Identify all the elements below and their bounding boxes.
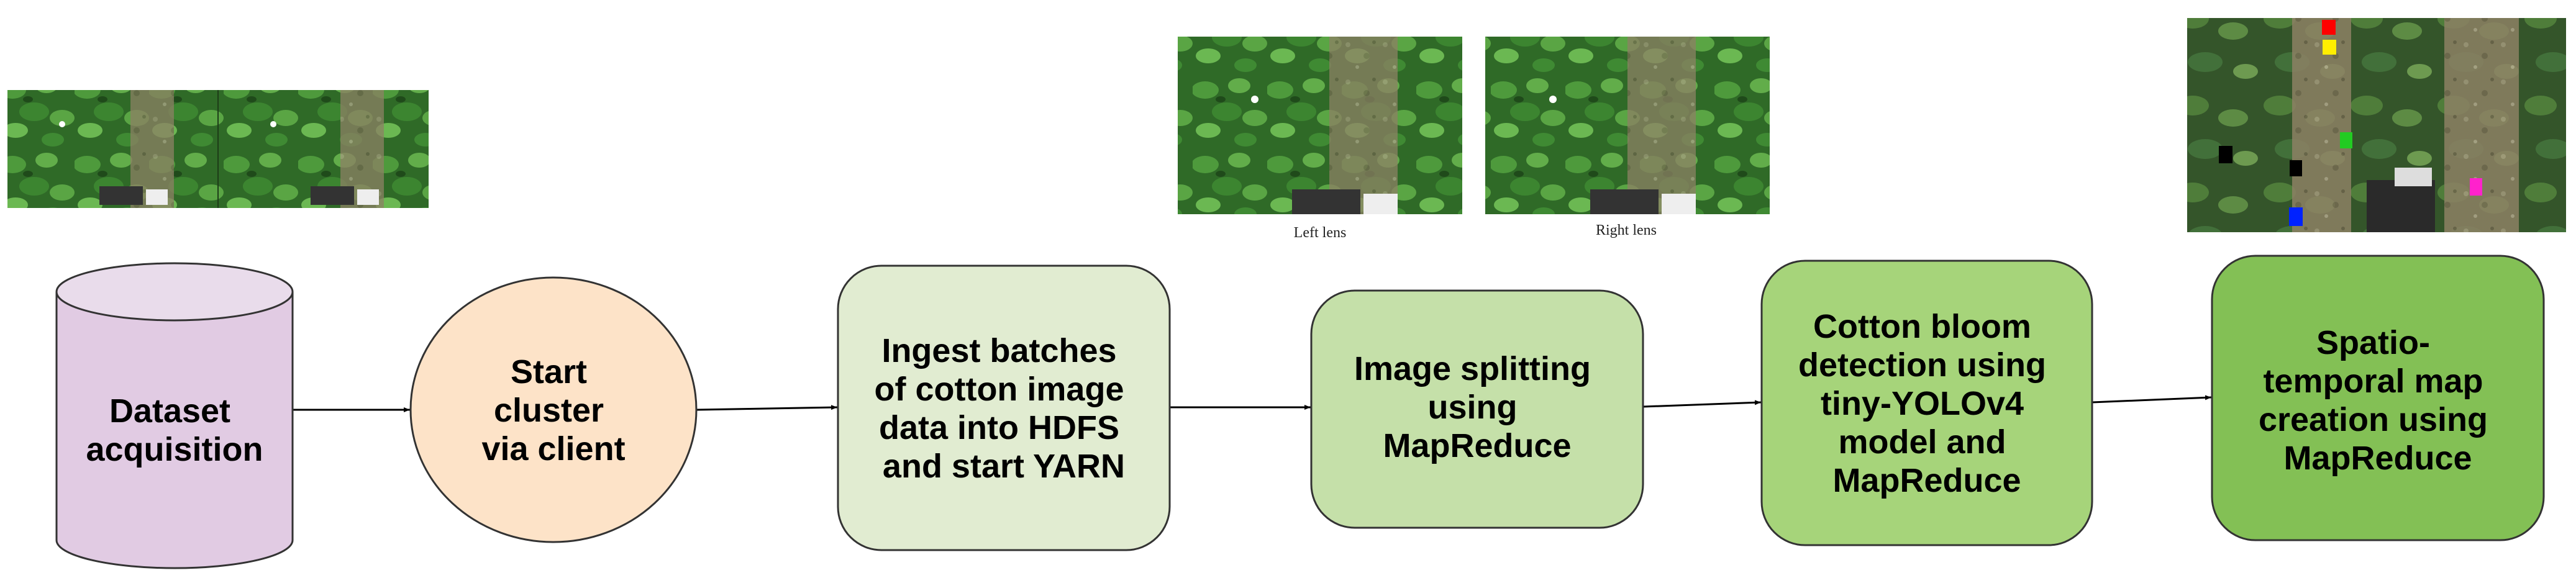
black-marker [2219, 146, 2232, 163]
green-marker [2340, 132, 2352, 148]
node-cotton-bloom-detection: Cotton bloom detection using tiny-YOLOv4… [1760, 260, 2093, 546]
blue-marker [2289, 207, 2303, 226]
edge-bloom-detection-to-spatio-temporal [2091, 395, 2212, 404]
node-label: Ingest batches of cotton image data into… [874, 332, 1133, 485]
node-label: Start cluster via client [481, 353, 625, 468]
stereo-image [7, 90, 429, 208]
node-spatio-temporal-map: Spatio- temporal map creation using MapR… [2211, 255, 2545, 541]
black-marker [2290, 160, 2302, 176]
red-marker [2322, 20, 2336, 35]
edge-image-splitting-to-bloom-detection [1642, 400, 1762, 408]
node-image-splitting: Image splitting using MapReduce [1310, 289, 1644, 529]
left-lens-caption: Left lens [1294, 225, 1347, 241]
detection-map-image [2187, 18, 2566, 232]
node-label: Dataset acquisition [86, 392, 263, 468]
node-label: Cotton bloom detection using tiny-YOLOv4… [1798, 308, 2055, 499]
edge-start-cluster-to-ingest [696, 405, 838, 411]
edges [293, 395, 2212, 412]
magenta-marker [2470, 178, 2482, 196]
node-label: Spatio- temporal map creation using MapR… [2259, 324, 2497, 477]
right-lens-image [1485, 37, 1770, 214]
node-dataset-acquisition: Dataset acquisition [55, 262, 294, 569]
right-lens-caption: Right lens [1596, 222, 1657, 238]
node-start-cluster: Start cluster via client [409, 276, 698, 543]
left-lens-image [1178, 37, 1462, 214]
yellow-marker [2323, 40, 2336, 55]
node-label: Image splitting using MapReduce [1354, 350, 1600, 464]
node-ingest-batches: Ingest batches of cotton image data into… [837, 264, 1171, 551]
